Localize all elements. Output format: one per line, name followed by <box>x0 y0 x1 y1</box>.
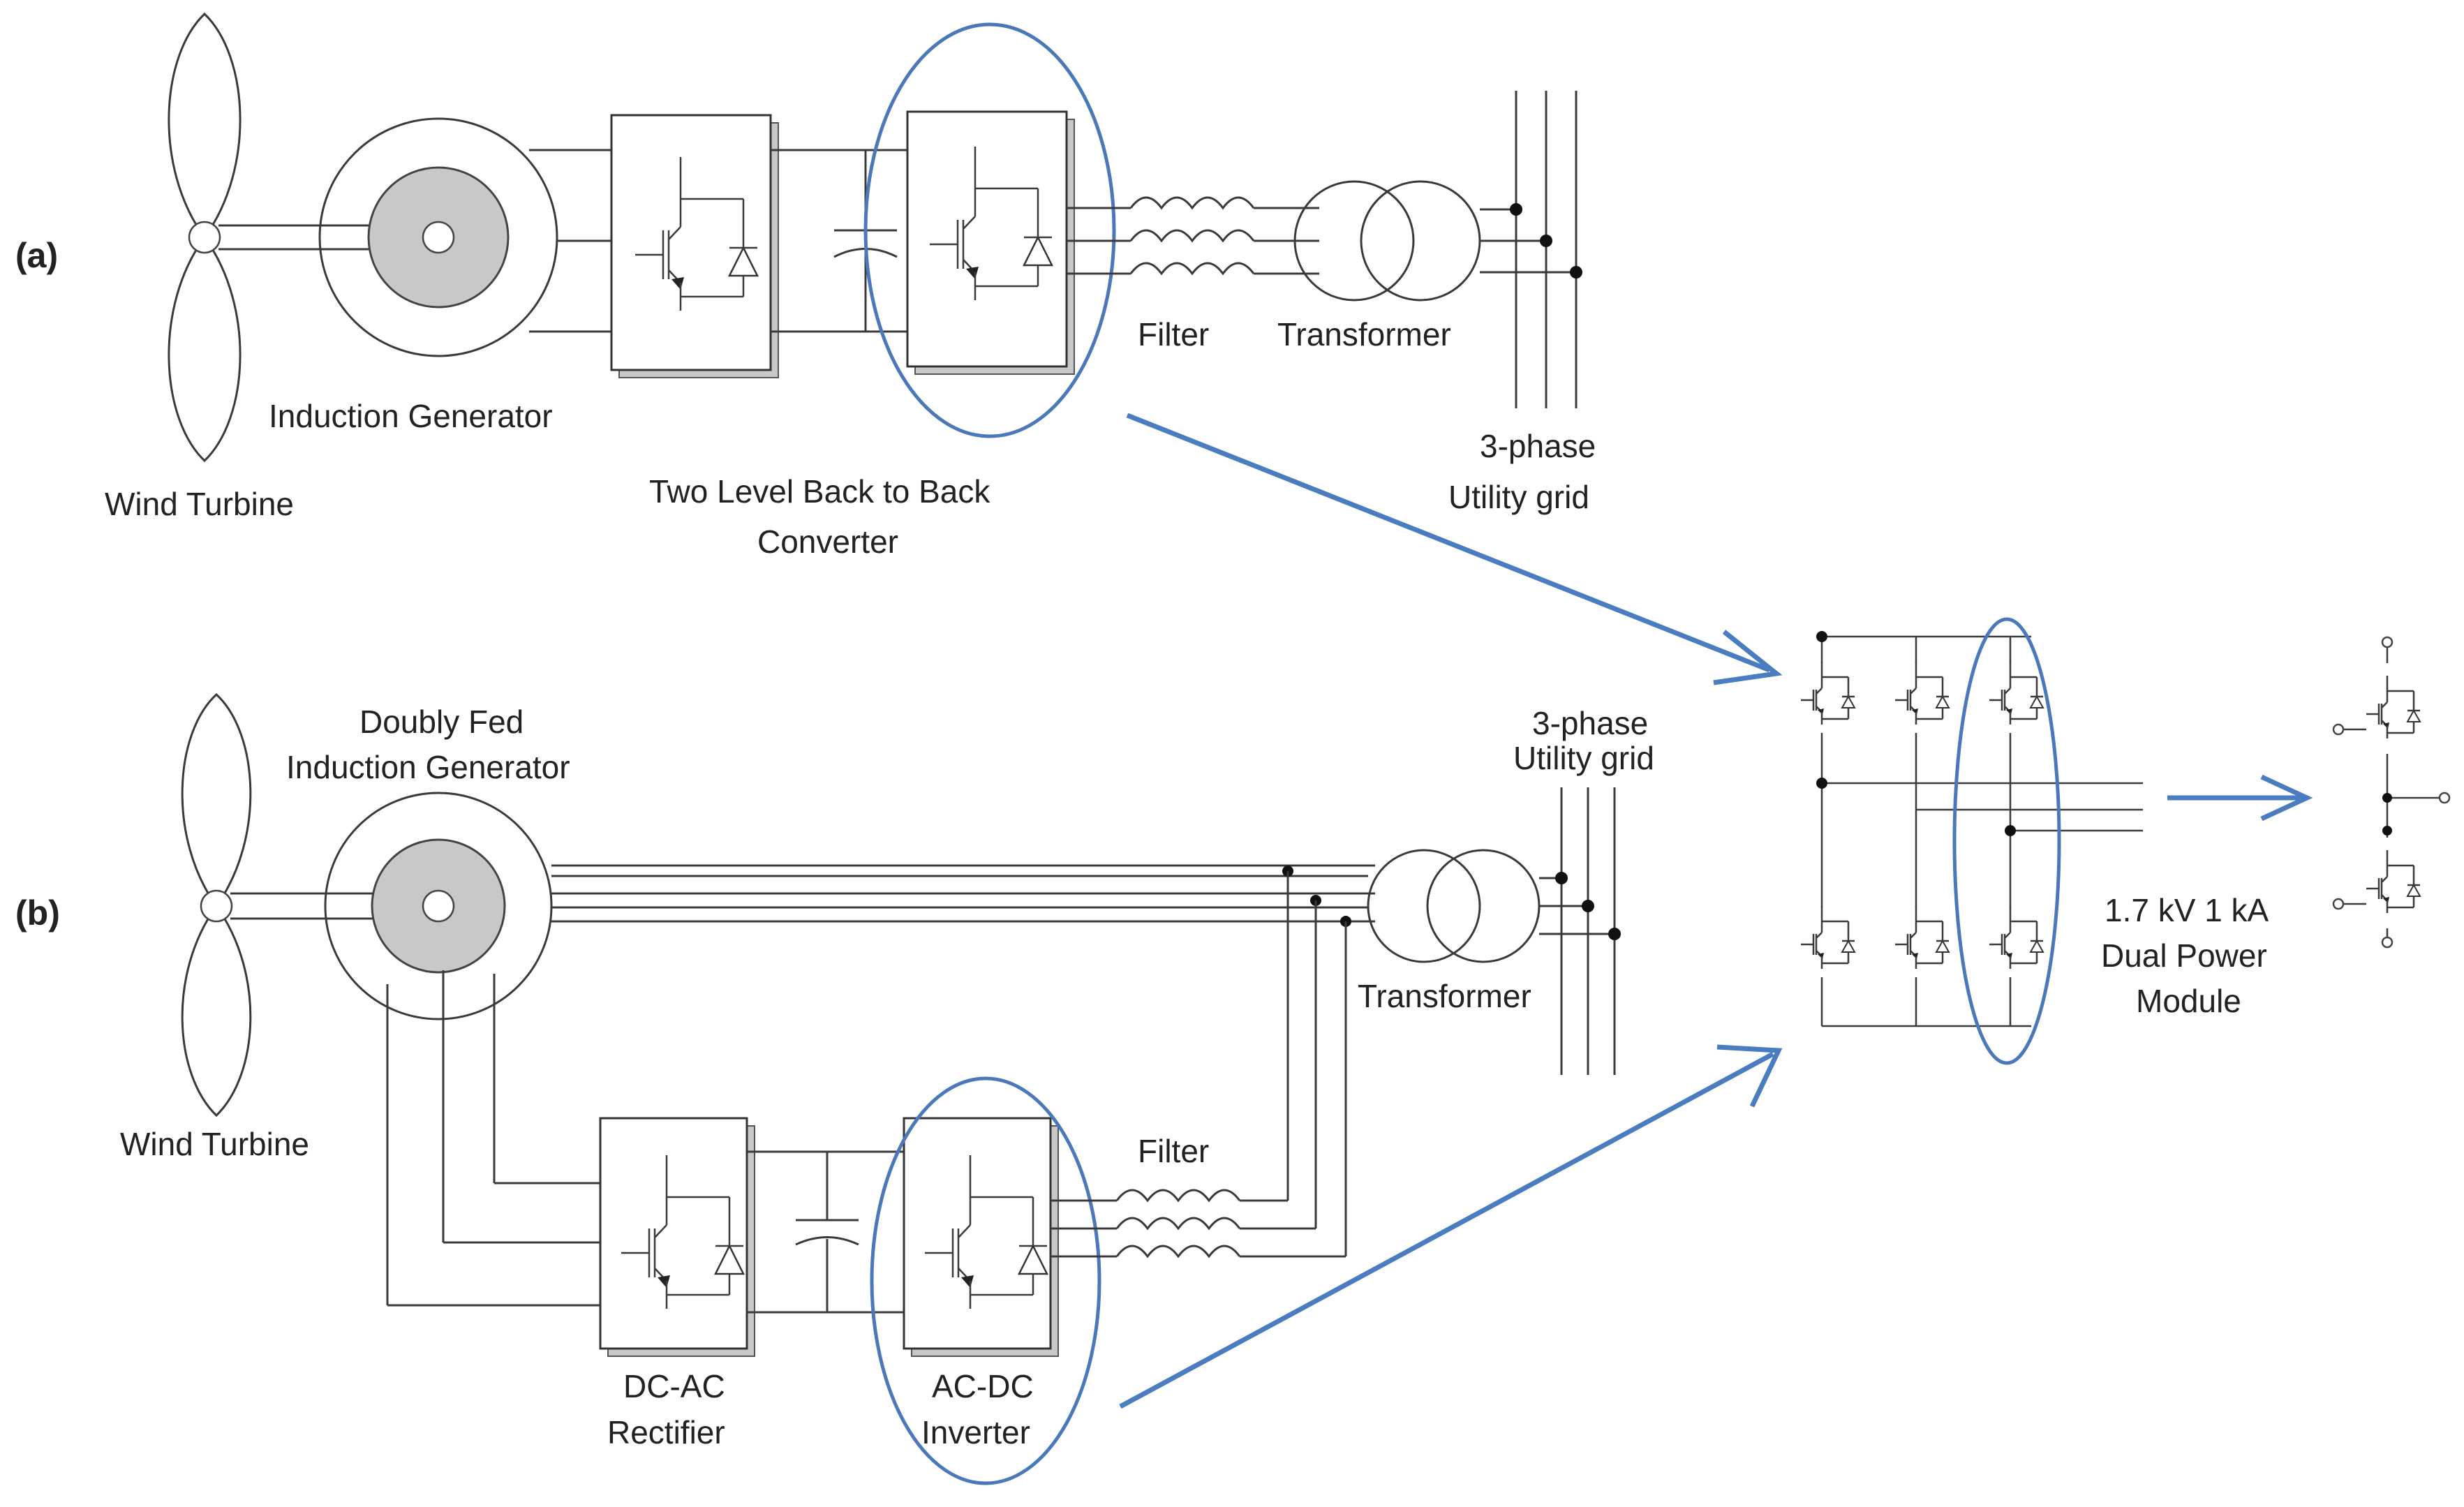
highlight-ellipse-b <box>870 1076 1101 1485</box>
converter-a-label-2: Converter <box>757 524 898 560</box>
converter-rectifier-a <box>610 114 779 378</box>
dfig-generator-b <box>324 792 553 1020</box>
converter-a-label-1: Two Level Back to Back <box>649 473 990 510</box>
highlight-ellipse-module <box>1952 617 2061 1065</box>
inverter-b-label-1: AC-DC <box>932 1368 1034 1404</box>
dual-power-module <box>2332 636 2451 949</box>
rectifier-b-label-2: Rectifier <box>607 1414 725 1450</box>
highlight-ellipse-a <box>863 22 1116 438</box>
module-label-1: 1.7 kV 1 kA <box>2105 892 2269 928</box>
wind-turbine-a-label: Wind Turbine <box>105 486 294 522</box>
grid-a-label-1: 3-phase <box>1480 428 1596 464</box>
dfig-b-label-1: Doubly Fed <box>359 704 524 740</box>
arrow-b-to-module <box>1119 1044 1783 1409</box>
panel-b-tag: (b) <box>15 893 60 933</box>
transformer-a <box>1293 180 1481 302</box>
panel-a-tag: (a) <box>15 236 58 275</box>
transformer-b <box>1367 849 1541 963</box>
filter-a-label: Filter <box>1138 316 1209 352</box>
rectifier-b <box>599 1117 755 1357</box>
panel-a: (a) Wind Turbine Induction Generator <box>15 12 1596 560</box>
module-label-2: Dual Power <box>2101 937 2267 974</box>
three-phase-bridge <box>1797 631 2143 1027</box>
arrow-a-to-module <box>1126 413 1783 685</box>
utility-grid-b <box>1539 787 1621 1075</box>
grid-a-label-2: Utility grid <box>1448 479 1589 515</box>
induction-generator-a <box>318 117 558 357</box>
filter-a <box>1067 196 1319 276</box>
filter-b-label: Filter <box>1138 1133 1209 1169</box>
grid-b-label-2: Utility grid <box>1513 740 1654 776</box>
arrow-module-to-dual <box>2167 774 2313 822</box>
rectifier-b-label-1: DC-AC <box>623 1368 725 1404</box>
wind-turbine-a <box>168 12 242 463</box>
filter-b <box>1051 871 1347 1259</box>
wind-turbine-b-label: Wind Turbine <box>120 1126 309 1162</box>
transformer-a-label: Transformer <box>1277 316 1451 352</box>
wind-turbine-b <box>181 692 252 1118</box>
transformer-b-label: Transformer <box>1358 978 1531 1014</box>
module-label-3: Module <box>2136 983 2241 1019</box>
panel-b: (b) Wind Turbine Doubly Fed Induction Ge… <box>15 692 1654 1485</box>
inverter-b-label-2: Inverter <box>921 1414 1030 1450</box>
grid-b-label-1: 3-phase <box>1532 705 1648 741</box>
utility-grid-a <box>1480 91 1582 408</box>
inverter-b <box>903 1117 1059 1357</box>
dfig-b-label-2: Induction Generator <box>286 749 570 785</box>
induction-generator-a-label: Induction Generator <box>269 398 553 434</box>
converter-inverter-a <box>906 110 1075 375</box>
